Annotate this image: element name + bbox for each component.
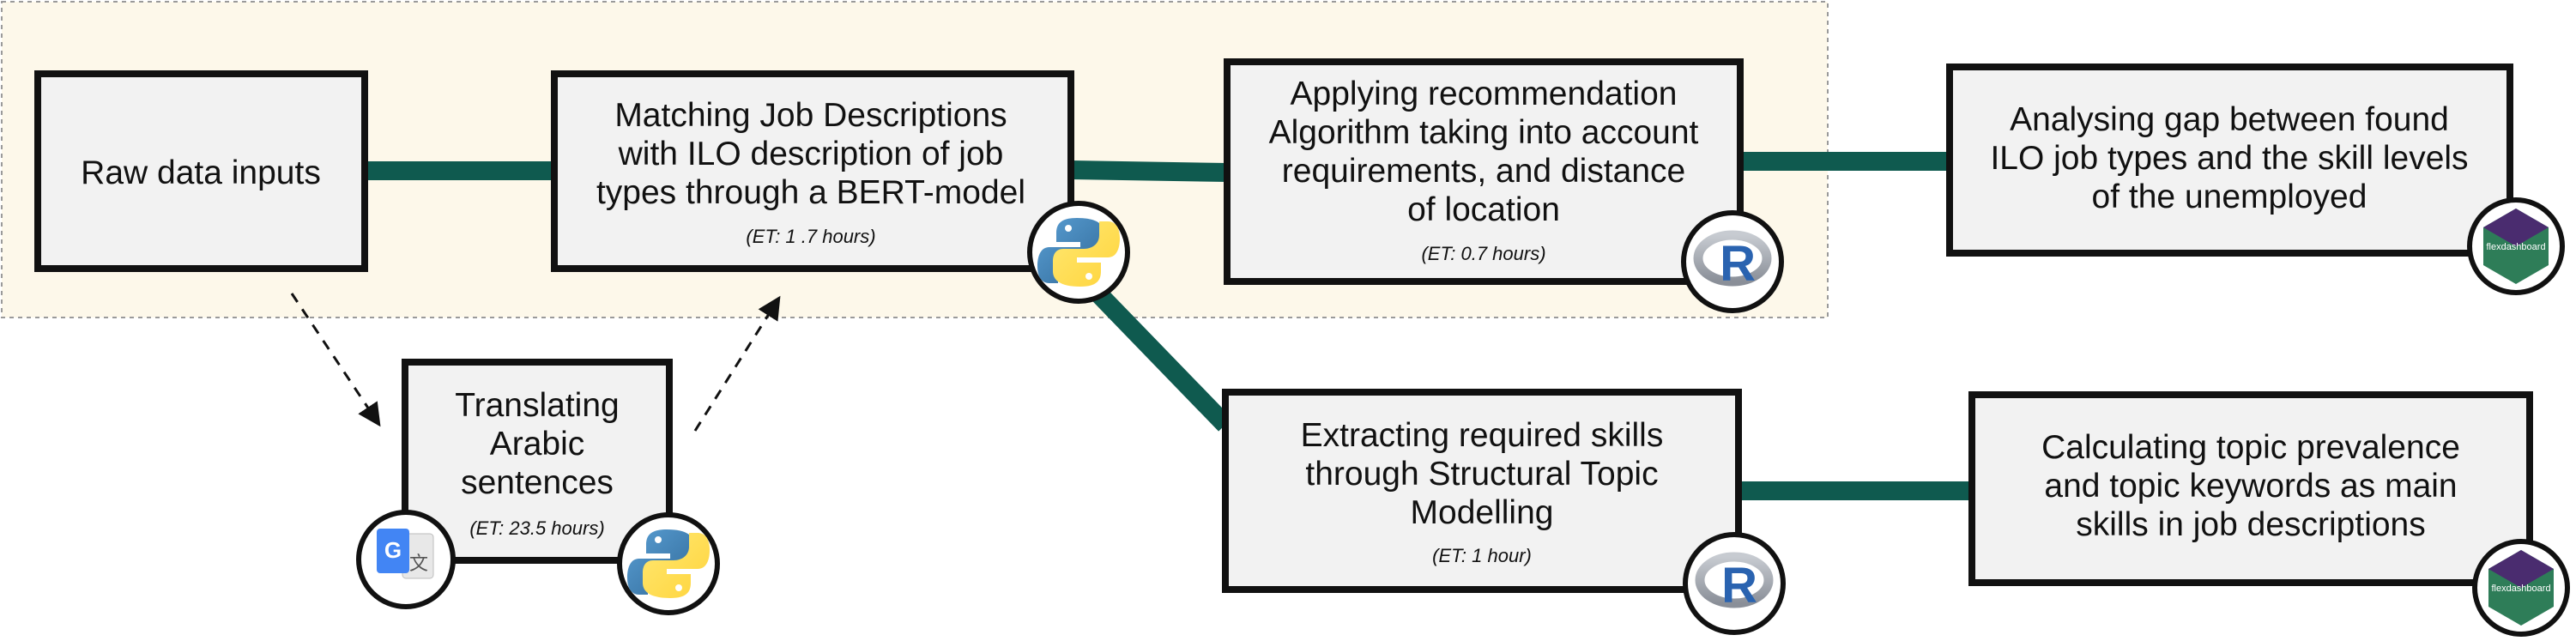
extracting-line-2: through Structural Topic [1305, 456, 1658, 493]
topic-line-3: skills in job descriptions [2076, 506, 2426, 543]
box-topic [1968, 391, 2533, 586]
python-icon [617, 512, 720, 615]
translating-text: Translating Arabic sentences (ET: 23.5 h… [455, 387, 619, 539]
translating-line-1: Translating [455, 387, 619, 424]
topic-line-2: and topic keywords as main [2044, 468, 2457, 505]
translate-glyph-g: G [384, 537, 402, 563]
dashed-connectors [290, 293, 781, 432]
r-glyph: R [1720, 236, 1756, 292]
recommendation-line-1: Applying recommendation [1291, 76, 1678, 112]
translate-glyph-zh: 文 [409, 553, 428, 575]
recommendation-line-4: of location [1407, 191, 1560, 228]
matching-text: Matching Job Descriptions with ILO descr… [596, 97, 1025, 247]
matching-et-label: (ET: 1 .7 hours) [746, 226, 875, 247]
gap-line-1: Analysing gap between found [2010, 101, 2449, 138]
box-extracting [1222, 389, 1742, 593]
recommendation-line-3: requirements, and distance [1282, 153, 1685, 190]
edge-matching-to-extracting [1086, 281, 1232, 432]
r-icon: R [1681, 210, 1784, 313]
edge-translating-to-matching [693, 295, 781, 432]
edge-matching-to-recommendation [1070, 160, 1228, 182]
recommendation-line-2: Algorithm taking into account [1269, 114, 1699, 151]
extracting-line-3: Modelling [1411, 494, 1554, 531]
gap-line-3: of the unemployed [2092, 178, 2367, 215]
translating-et-label: (ET: 23.5 hours) [469, 517, 604, 539]
box-recommendation [1224, 58, 1744, 285]
flexdashboard-icon: flexdashboard [2472, 539, 2570, 637]
raw-data-inputs-label: Raw data inputs [81, 154, 321, 191]
r-glyph: R [1721, 558, 1757, 614]
matching-line-3: types through a BERT-model [596, 174, 1025, 211]
gap-text: Analysing gap between found ILO job type… [1990, 101, 2468, 215]
translating-line-2: Arabic [490, 426, 585, 463]
matching-line-2: with ILO description of job [618, 136, 1004, 172]
box-gap [1946, 63, 2513, 257]
extracting-text: Extracting required skills through Struc… [1301, 417, 1664, 566]
matching-line-1: Matching Job Descriptions [614, 97, 1007, 134]
extracting-line-1: Extracting required skills [1301, 417, 1664, 454]
box-matching [551, 70, 1074, 272]
recommendation-text: Applying recommendation Algorithm taking… [1269, 76, 1699, 264]
extracting-et-label: (ET: 1 hour) [1432, 545, 1532, 566]
flexdashboard-glyph: flexdashboard [2491, 584, 2550, 594]
gap-line-2: ILO job types and the skill levels [1990, 140, 2468, 177]
flexdashboard-glyph: flexdashboard [2486, 242, 2545, 252]
topic-text: Calculating topic prevalence and topic k… [2041, 429, 2460, 543]
box-raw-data-inputs [34, 70, 368, 272]
box-translating [402, 359, 673, 564]
translating-line-3: sentences [461, 464, 614, 501]
recommendation-et-label: (ET: 0.7 hours) [1421, 243, 1545, 264]
solid-connectors [365, 152, 1972, 500]
edge-raw-to-translating [290, 293, 381, 427]
flexdashboard-icon: flexdashboard [2467, 197, 2565, 295]
google-translate-icon: G 文 [356, 510, 456, 609]
python-icon [1027, 201, 1130, 304]
r-icon: R [1683, 532, 1786, 635]
topic-line-1: Calculating topic prevalence [2041, 429, 2460, 466]
